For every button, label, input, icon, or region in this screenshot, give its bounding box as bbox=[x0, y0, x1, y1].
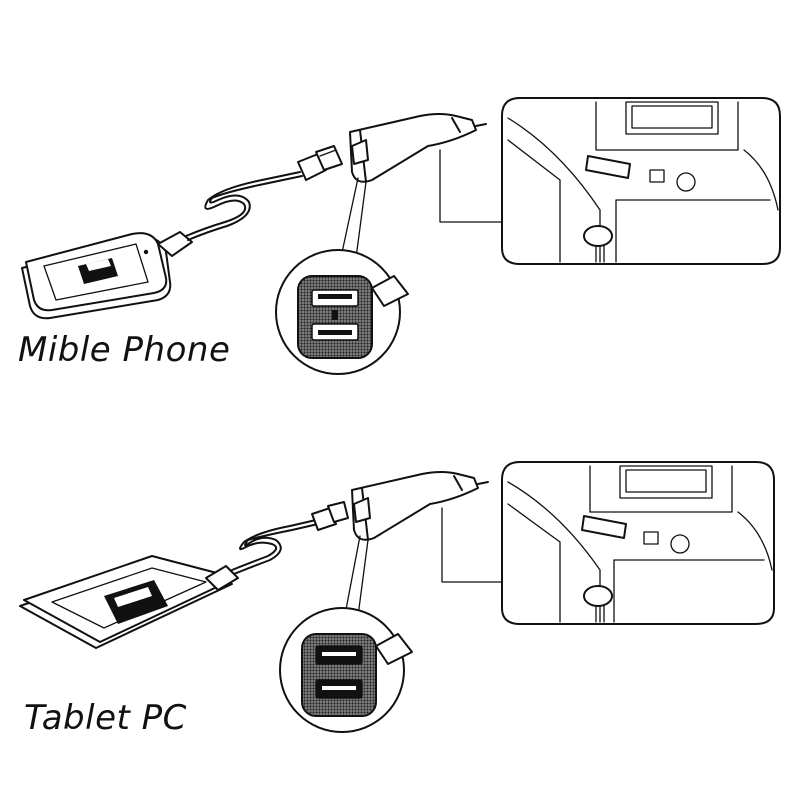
caption-tablet-pc: Tablet PC bbox=[24, 698, 187, 738]
usb-cable-tablet bbox=[205, 501, 349, 591]
mobile-phone-icon bbox=[21, 232, 172, 320]
car-charger bbox=[349, 113, 487, 183]
usb-cable bbox=[157, 145, 343, 257]
car-dashboard-inset-tablet bbox=[501, 461, 775, 625]
magnify-leader-line bbox=[339, 177, 367, 263]
caption-mobile-phone: Mible Phone bbox=[18, 330, 231, 370]
tablet-pc-icon bbox=[19, 555, 237, 649]
usb-socket-closeup-tablet bbox=[279, 607, 413, 733]
usb-socket-closeup bbox=[275, 249, 409, 375]
tablet-charging-scene bbox=[19, 461, 775, 733]
car-charger-tablet bbox=[351, 471, 489, 541]
phone-charging-scene bbox=[21, 97, 781, 375]
car-dashboard-inset bbox=[501, 97, 781, 265]
magnify-leader-line-tablet bbox=[343, 535, 369, 621]
